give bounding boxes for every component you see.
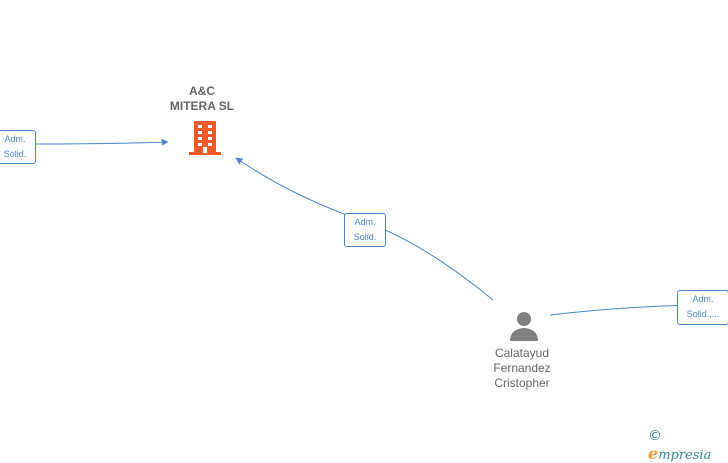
edge-label-left-line1: Adm. bbox=[4, 134, 26, 144]
edge-label-middle-line1: Adm. bbox=[354, 217, 376, 227]
company-name[interactable]: A&C MITERA SL bbox=[152, 84, 252, 114]
company-name-line2: MITERA SL bbox=[169, 99, 235, 113]
brand-name-rest: mpresia bbox=[658, 448, 712, 463]
edge-label-right-line2: Solid.,... bbox=[686, 309, 720, 319]
person-name-line3: Cristopher bbox=[494, 376, 550, 390]
edge-label-right[interactable]: Adm. Solid.,... bbox=[677, 290, 728, 325]
empresia-watermark: © empresia bbox=[648, 428, 728, 463]
building-icon[interactable] bbox=[188, 120, 222, 156]
brand-initial: e bbox=[648, 444, 659, 463]
edge-person-to-right[interactable] bbox=[549, 304, 691, 316]
edge-label-right-line1: Adm. bbox=[692, 294, 714, 304]
person-name-line2: Fernandez bbox=[493, 361, 551, 375]
edge-label-left-line2: Solid. bbox=[3, 149, 27, 159]
edge-left-to-company[interactable] bbox=[35, 138, 169, 146]
edge-label-middle-line2: Solid. bbox=[353, 232, 377, 242]
person-icon[interactable] bbox=[508, 310, 540, 342]
person-name[interactable]: Calatayud Fernandez Cristopher bbox=[472, 346, 572, 391]
copyright-symbol: © bbox=[648, 428, 662, 444]
company-name-line1: A&C bbox=[189, 84, 215, 98]
edge-label-left[interactable]: Adm. Solid. bbox=[0, 130, 36, 164]
edge-label-middle[interactable]: Adm. Solid. bbox=[344, 213, 386, 247]
person-name-line1: Calatayud bbox=[494, 346, 550, 360]
